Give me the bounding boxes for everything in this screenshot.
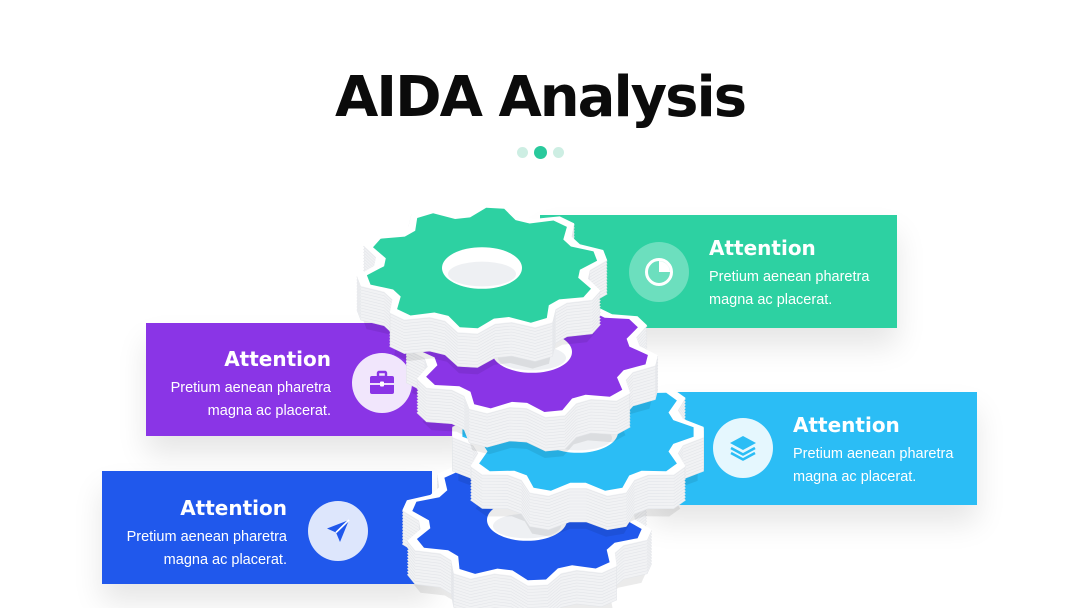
- card-text-line: Pretium aenean pharetra: [126, 529, 287, 545]
- card-text-line: Pretium aenean pharetra: [709, 269, 870, 285]
- card-title: Attention: [180, 496, 287, 520]
- card-text-line: magna ac placerat.: [709, 292, 833, 308]
- briefcase-icon-circle: [352, 353, 412, 413]
- gear-green: [356, 202, 608, 375]
- card-title: Attention: [224, 347, 331, 371]
- card-text-line: Pretium aenean pharetra: [170, 380, 331, 396]
- layers-icon-circle: [713, 418, 773, 478]
- layers-icon: [730, 436, 756, 461]
- card-title: Attention: [793, 413, 900, 437]
- card-attention-sky: Attention Pretium aenean pharetra magna a…: [650, 392, 977, 505]
- card-attention-blue: Attention Pretium aenean pharetra magna a…: [102, 471, 432, 584]
- pagination-dot[interactable]: [516, 147, 528, 158]
- card-text-line: magna ac placerat.: [163, 552, 287, 568]
- pie-chart-icon: [645, 258, 673, 286]
- card-text-line: Pretium aenean pharetra: [793, 446, 954, 462]
- pie-chart-icon-circle: [629, 242, 689, 302]
- pagination-dot-active[interactable]: [533, 146, 547, 159]
- card-text-line: magna ac placerat.: [793, 469, 917, 485]
- page-title: AIDA Analysis: [334, 65, 747, 130]
- pagination-dot[interactable]: [552, 147, 564, 158]
- card-title: Attention: [709, 236, 816, 260]
- pagination-dots: [0, 146, 1080, 159]
- card-text-line: magna ac placerat.: [207, 403, 331, 419]
- send-icon: [327, 519, 350, 542]
- briefcase-icon: [370, 370, 394, 394]
- send-icon-circle: [308, 501, 368, 561]
- gear-hole-inner: [448, 261, 516, 287]
